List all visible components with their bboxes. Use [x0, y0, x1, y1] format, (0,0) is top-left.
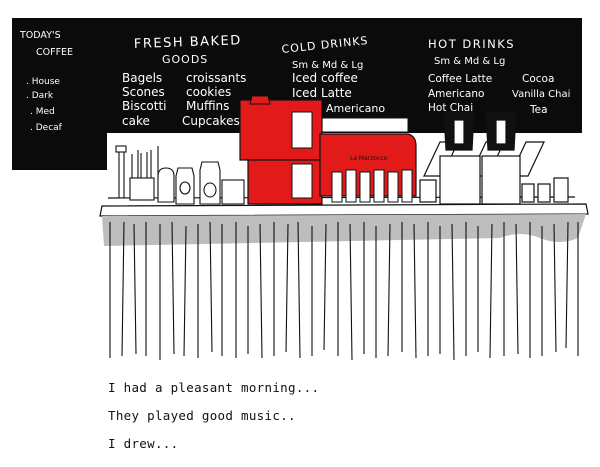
fresh-item: croissants: [186, 71, 246, 85]
hot-item: Hot Chai: [428, 102, 473, 114]
left-board-item: . Dark: [26, 91, 54, 101]
fresh-item: Scones: [122, 85, 165, 99]
fresh-item: Bagels: [122, 71, 162, 85]
espresso-machine: La Marzocco: [239, 95, 417, 205]
caption-line: They played good music..: [108, 408, 296, 423]
left-chalkboard: TODAY'S COFFEE . House . Dark . Med . De…: [12, 18, 107, 170]
left-board-item: . Med: [30, 107, 55, 117]
cold-item: Americano: [326, 102, 385, 115]
caption-line: I had a pleasant morning...: [108, 380, 320, 395]
hot-item: Tea: [529, 104, 548, 116]
left-counter-items: [115, 145, 271, 205]
fresh-baked-title-2: GOODS: [162, 53, 208, 66]
cold-item: Iced Latte: [292, 86, 352, 100]
coffee-grinders: [419, 111, 569, 205]
fresh-item: cookies: [186, 85, 231, 99]
fresh-item: cake: [122, 114, 150, 128]
fresh-baked-title: FRESH BAKED: [134, 33, 242, 52]
hot-item: Cocoa: [522, 73, 554, 85]
counter-front: [109, 221, 579, 361]
cold-drinks-sizes: Sm & Md & Lg: [292, 60, 363, 71]
counter-top: [99, 203, 589, 246]
left-board-title-1: TODAY'S: [19, 30, 61, 41]
hot-drinks-title: HOT DRINKS: [428, 37, 515, 51]
fresh-item: Muffins: [186, 99, 229, 113]
left-board-item: . House: [26, 77, 60, 87]
hot-item: Vanilla Chai: [512, 89, 570, 100]
fresh-item: Cupcakes: [182, 114, 240, 128]
cold-item: Iced coffee: [292, 71, 358, 85]
machine-label: La Marzocco: [350, 155, 388, 162]
hot-item: Americano: [428, 88, 484, 100]
caption-line: I drew...: [108, 436, 179, 451]
main-chalkboard: FRESH BAKED GOODS Bagels Scones Biscotti…: [107, 18, 582, 133]
hot-item: Coffee Latte: [428, 73, 492, 85]
hot-drinks-sizes: Sm & Md & Lg: [434, 56, 505, 67]
left-board-title-2: COFFEE: [36, 47, 73, 58]
fresh-item: Biscotti: [122, 99, 167, 113]
left-board-item: . Decaf: [30, 123, 63, 133]
